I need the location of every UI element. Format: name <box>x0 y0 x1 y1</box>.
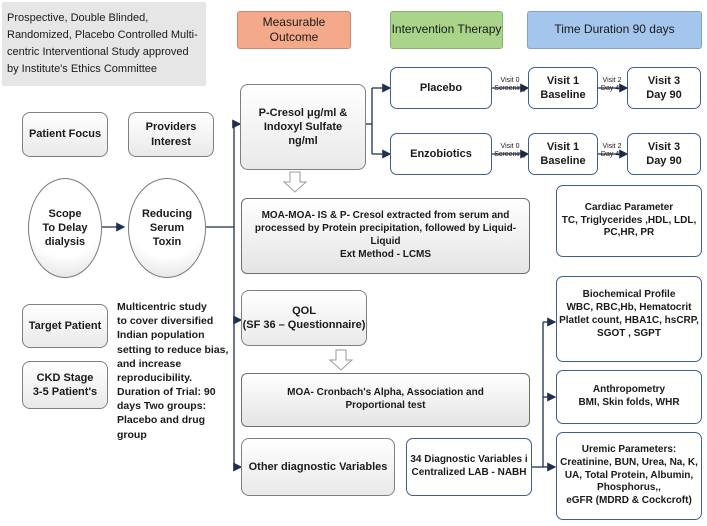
placebo-visit2-label: Visit 2 Day 45 <box>600 77 624 93</box>
enzobiotics-visit0-label: Visit 0 Screening <box>494 143 526 159</box>
moa-lcms-box: MOA-MOA- IS & P- Cresol extracted from s… <box>241 198 530 274</box>
header-intervention-therapy: Intervention Therapy <box>390 11 503 49</box>
pcresol-indoxyl-box: P-Cresol μg/ml & Indoxyl Sulfate ng/ml <box>240 84 366 170</box>
enzobiotics-box: Enzobiotics <box>390 133 492 175</box>
header-time-duration: Time Duration 90 days <box>527 11 702 49</box>
ckd-stage-box: CKD Stage 3-5 Patient's <box>22 361 108 409</box>
study-title: Prospective, Double Blinded, Randomized,… <box>2 2 206 86</box>
patient-focus-box: Patient Focus <box>22 112 108 157</box>
qol-down-hollow-arrow <box>328 349 354 371</box>
header-measurable-outcome: Measurable Outcome <box>237 11 351 49</box>
diagnostic-variables-box: 34 Diagnostic Variables i Centralized LA… <box>406 438 532 496</box>
scope-circle: Scope To Delay dialysis <box>28 178 102 278</box>
biochemical-profile-box: Biochemical Profile WBC, RBC,Hb, Hematoc… <box>556 276 702 362</box>
reducing-serum-toxin-circle: Reducing Serum Toxin <box>128 178 206 278</box>
enzobiotics-visit2-label: Visit 2 Day 45 <box>600 143 624 159</box>
providers-interest-box: Providers Interest <box>128 112 214 157</box>
placebo-box: Placebo <box>390 67 492 109</box>
moa-cronbach-box: MOA- Cronbach's Alpha, Association and P… <box>241 373 530 427</box>
other-diagnostic-box: Other diagnostic Variables <box>241 438 395 496</box>
qol-box: QOL (SF 36 – Questionnaire) <box>241 290 367 346</box>
enzobiotics-visit3-box: Visit 3 Day 90 <box>627 133 701 175</box>
anthropometry-box: Anthropometry BMI, Skin folds, WHR <box>556 370 702 424</box>
target-patient-box: Target Patient <box>22 304 108 348</box>
cardiac-parameter-box: Cardiac Parameter TC, Triglycerides ,HDL… <box>556 185 702 257</box>
placebo-visit1-box: Visit 1 Baseline <box>528 67 598 109</box>
placebo-visit0-label: Visit 0 Screening <box>494 77 526 93</box>
uremic-parameters-box: Uremic Parameters: Creatinine, BUN, Urea… <box>556 432 702 520</box>
enzobiotics-visit1-box: Visit 1 Baseline <box>528 133 598 175</box>
study-description-text: Multicentric study to cover diversified … <box>117 301 229 441</box>
placebo-visit3-box: Visit 3 Day 90 <box>627 67 701 109</box>
pcresol-down-hollow-arrow <box>282 171 308 193</box>
